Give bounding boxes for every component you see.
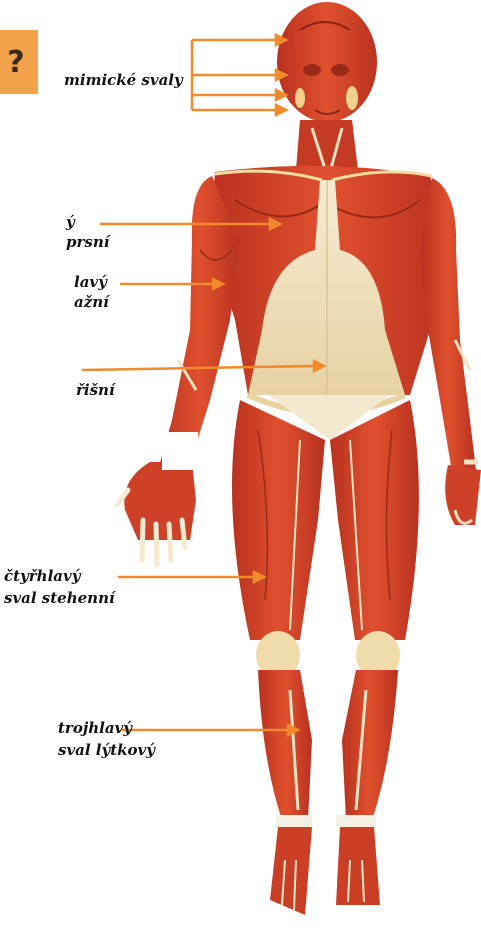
torso (210, 166, 448, 440)
label-cover-patch (162, 432, 198, 470)
head (277, 2, 377, 122)
label-facial-muscles: mimické svaly (64, 70, 183, 90)
label-biceps-line1: lavý (74, 272, 107, 292)
label-abdominal: řišní (76, 380, 115, 400)
neck (296, 120, 358, 170)
label-calf-line1: trojhlavý (58, 718, 132, 738)
label-quadriceps-line2: sval stehenní (4, 588, 115, 608)
label-pectoral-line1: ý (66, 212, 75, 232)
question-badge: ? (0, 30, 38, 94)
right-arm (117, 176, 240, 565)
question-mark: ? (7, 45, 24, 80)
legs (232, 400, 419, 915)
label-quadriceps-line1: čtyřhlavý (4, 566, 80, 586)
left-arm (420, 178, 481, 525)
label-biceps-line2: ažní (74, 292, 109, 312)
label-calf-line2: sval lýtkový (58, 740, 155, 760)
label-pectoral-line2: prsní (66, 232, 109, 252)
